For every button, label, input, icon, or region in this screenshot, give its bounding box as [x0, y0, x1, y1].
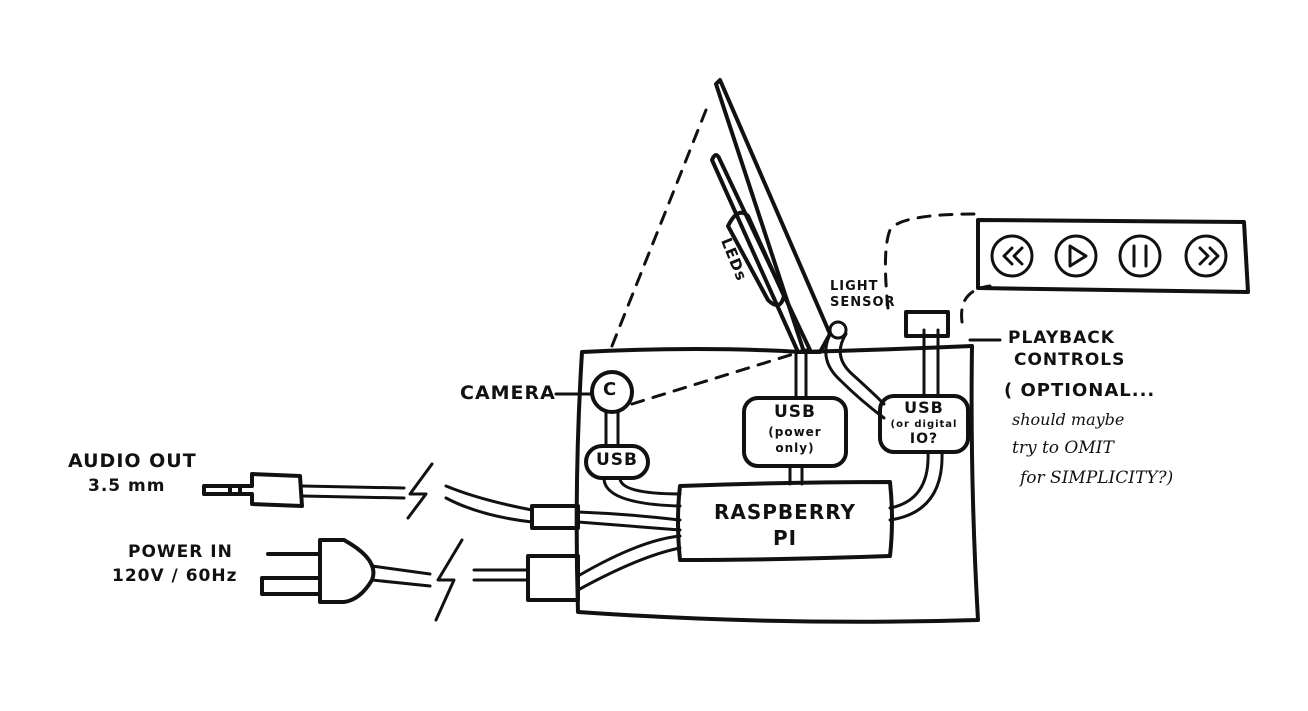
raspberry-pi-label-2: PI [772, 526, 798, 550]
usb-right-label: USB [904, 398, 944, 417]
light-sensor-label-2: SENSOR [830, 295, 896, 310]
camera-circle [590, 370, 634, 414]
controls-cable [922, 328, 940, 398]
pause-icon [1132, 244, 1148, 268]
optional-note-4: for SIMPLICITY?) [1020, 468, 1174, 488]
rewind-icon [1002, 246, 1024, 266]
audio-cable-break [406, 462, 434, 520]
camera-label: CAMERA [460, 382, 556, 404]
optional-note-2: should maybe [1012, 410, 1125, 429]
audio-cable-right [444, 484, 534, 524]
fast-forward-icon [1198, 246, 1220, 266]
power-cable-left [370, 564, 432, 588]
rewind-icon-circle [990, 234, 1034, 278]
light-sensor-cable [824, 332, 886, 420]
controls-dashed-link-bottom [960, 284, 992, 324]
audio-cable-left [300, 484, 406, 500]
power-cable-inner [576, 534, 682, 592]
usb-middle-label: USB [773, 402, 816, 422]
controls-connector [904, 310, 950, 338]
usb-middle-sub-2: only) [775, 441, 815, 455]
usb-middle-sub-1: (power [768, 425, 822, 439]
camera-letter: C [603, 379, 618, 400]
usb-middle-cable-up [794, 350, 808, 400]
leds-capsule [726, 210, 786, 308]
pause-icon-circle [1118, 234, 1162, 278]
audio-jack-plug [202, 472, 304, 508]
power-grommet [526, 554, 580, 602]
playback-label: PLAYBACK [1008, 328, 1115, 348]
raspberry-pi-label: RASPBERRY [713, 500, 857, 524]
playback-label-2: CONTROLS [1014, 350, 1126, 370]
camera-view-line-top [610, 108, 708, 348]
audio-out-size: 3.5 mm [88, 476, 166, 496]
optional-note-1: ( OPTIONAL... [1004, 380, 1156, 401]
optional-note-3: try to OMIT [1012, 438, 1114, 458]
audio-grommet [530, 504, 580, 530]
audio-out-label: AUDIO OUT [68, 450, 197, 472]
camera-view-line-bottom [630, 350, 802, 406]
camera-cable [604, 410, 620, 448]
power-cable-break [434, 538, 464, 622]
play-icon-circle [1054, 234, 1098, 278]
fast-forward-icon-circle [1184, 234, 1228, 278]
light-sensor [828, 320, 848, 340]
power-plug-body [318, 538, 376, 604]
power-in-spec: 120V / 60Hz [112, 566, 238, 586]
playback-panel [976, 218, 1250, 294]
usb-right-sub-1: (or digital [890, 419, 958, 430]
power-plug-prongs [260, 552, 322, 596]
controls-dashed-link-top [883, 212, 978, 310]
power-in-label: POWER IN [128, 542, 233, 562]
usb-right-sub-2: IO? [909, 431, 939, 447]
light-sensor-label: LIGHT [830, 279, 879, 294]
usb-right-cable [888, 450, 944, 522]
power-cable-right [472, 568, 530, 582]
usb-left-cable [602, 476, 682, 508]
audio-cable-inner [576, 510, 682, 532]
usb-left-label: USB [596, 450, 639, 470]
raspberry-pi-board [676, 480, 894, 562]
led-strip-arm [710, 153, 812, 354]
play-icon [1068, 244, 1088, 268]
